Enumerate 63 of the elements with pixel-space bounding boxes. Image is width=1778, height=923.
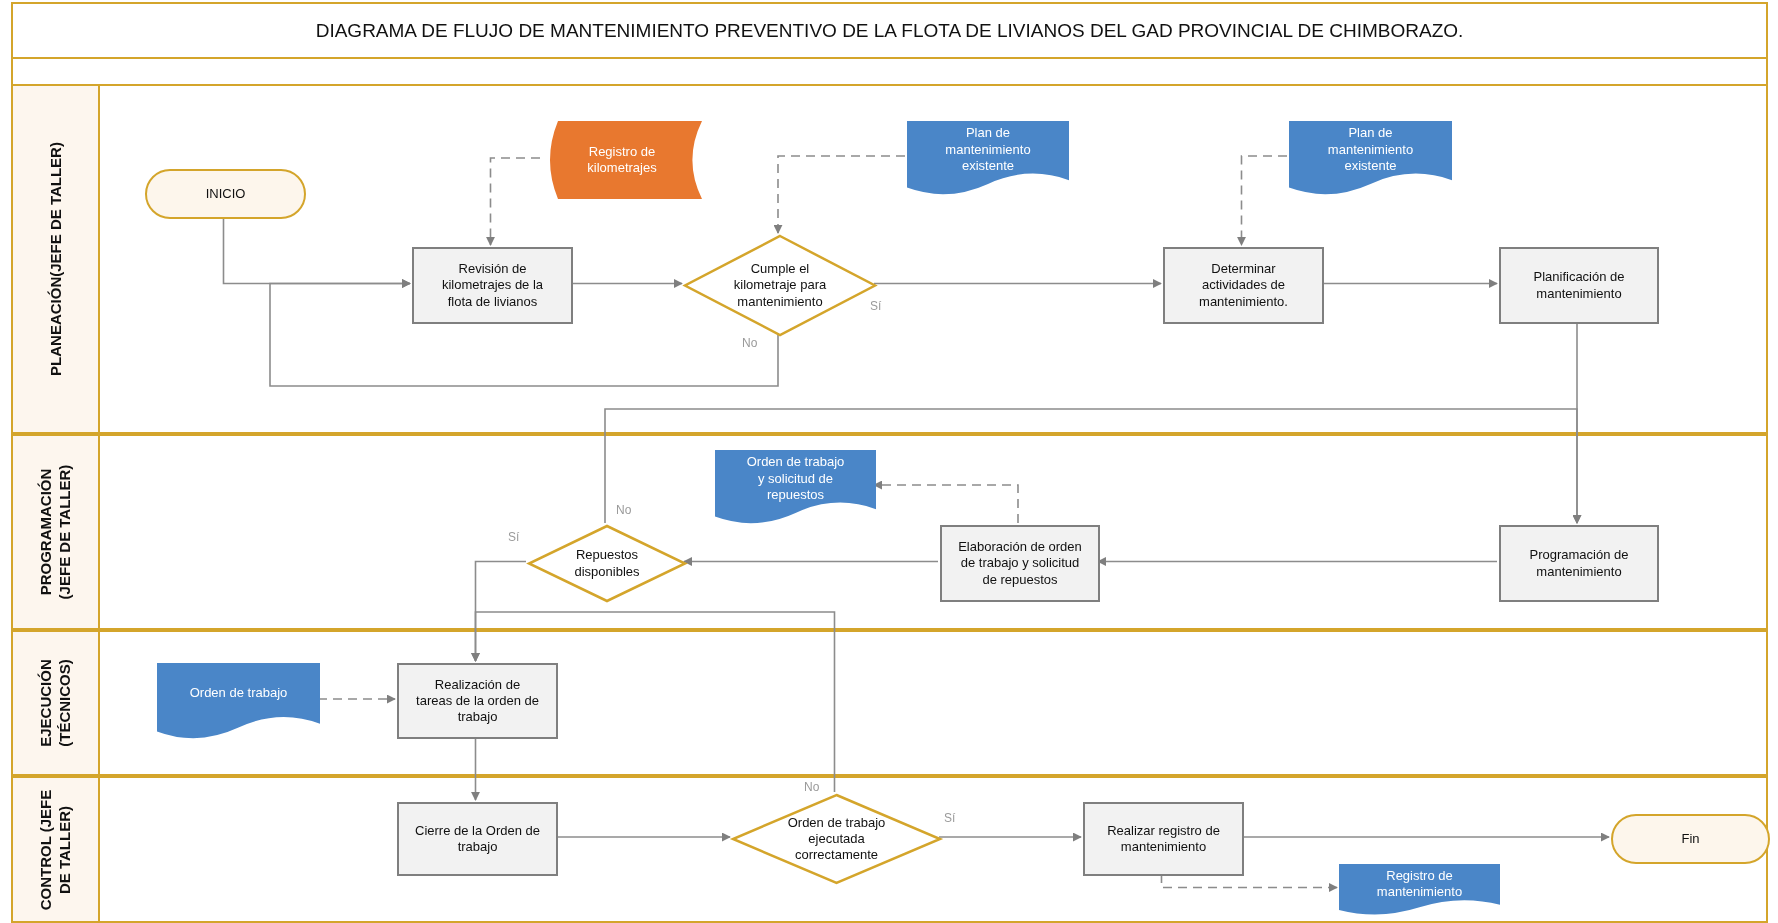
document-shape	[715, 450, 876, 524]
node-label: Plan de mantenimiento existente	[944, 125, 1032, 175]
arrow	[604, 408, 1582, 524]
dashed-arrow	[1237, 155, 1288, 246]
decision-diamond	[528, 525, 686, 602]
dashed-arrow	[1160, 873, 1338, 892]
document-shape	[1339, 864, 1500, 915]
arrow	[471, 611, 836, 793]
document-shape	[907, 121, 1069, 195]
node-label: Elaboración de orden de trabajo y solicitud de repuestos	[958, 539, 1082, 588]
node-label: Cierre de la Orden de trabajo	[415, 822, 540, 856]
dashed-arrow	[873, 480, 1019, 524]
dashed-arrow	[773, 155, 906, 234]
arrow	[570, 279, 683, 288]
process-box	[1163, 247, 1324, 324]
node-label: Programación de mantenimiento	[1528, 547, 1630, 580]
process-box	[397, 802, 558, 876]
node-label: Fin	[1681, 830, 1700, 848]
lane-title: PLANEACIÓN(JEFE DE TALLER)	[46, 141, 65, 378]
arrow	[1321, 279, 1498, 288]
terminator-shape	[145, 169, 306, 219]
lane-title: CONTROL (JEFE DE TALLER)	[36, 788, 74, 912]
node-label: Determinar actividades de mantenimiento.	[1198, 261, 1289, 310]
process-box	[412, 247, 573, 324]
node-label: Orden de trabajo	[189, 684, 288, 701]
lane-title: PROGRAMACIÓN (JEFE DE TALLER)	[36, 463, 74, 602]
node-label: Revisión de kilometrajes de la flota de livianos	[440, 261, 545, 310]
swimlane	[11, 630, 1768, 776]
document-shape	[157, 663, 320, 739]
lane-title: EJECUCIÓN (TÉCNICOS)	[36, 658, 74, 749]
arrow	[1097, 557, 1498, 566]
process-box	[940, 525, 1100, 602]
arrow	[683, 557, 939, 566]
node-label: Plan de mantenimiento existente	[1326, 125, 1415, 175]
node-label: Repuestos disponibles	[573, 547, 641, 580]
arrow	[873, 279, 1162, 288]
dashed-arrow	[486, 157, 541, 246]
node-label: Registro de mantenimiento	[1375, 867, 1464, 901]
arrow	[555, 832, 731, 842]
node-label: Planificación de mantenimiento	[1532, 269, 1626, 302]
document-shape	[1289, 121, 1452, 195]
process-box	[1083, 802, 1244, 876]
node-label: Orden de trabajo ejecutada correctamente	[786, 814, 887, 864]
process-box	[1499, 247, 1659, 324]
terminator-shape	[1611, 814, 1770, 864]
arrow	[471, 736, 480, 801]
dashed-arrow	[317, 694, 396, 704]
process-box	[397, 663, 558, 739]
decision-diamond	[732, 794, 941, 884]
node-label: Orden de trabajo y solicitud de repuestos	[745, 454, 846, 504]
node-label: Cumple el kilometraje para mantenimiento	[732, 261, 828, 310]
swimlane	[11, 434, 1768, 630]
diagram-title: DIAGRAMA DE FLUJO DE MANTENIMIENTO PREVENTIVO DE LA FLOTA DE LIVIANOS DEL GAD PROVINCIAL DE CHIMBORAZO.	[315, 19, 1464, 42]
arrow	[269, 279, 779, 387]
node-label: INICIO	[205, 185, 246, 203]
node-label: Realización de tareas de la orden de trabajo	[415, 676, 540, 726]
arrow	[938, 832, 1082, 842]
node-label: Realizar registro de mantenimiento	[1106, 822, 1221, 856]
swimlane	[11, 84, 1768, 434]
node-label: Registro de kilometrajes	[586, 143, 658, 177]
process-box	[1499, 525, 1659, 602]
arrow	[1241, 832, 1610, 842]
swimlane	[11, 776, 1768, 923]
